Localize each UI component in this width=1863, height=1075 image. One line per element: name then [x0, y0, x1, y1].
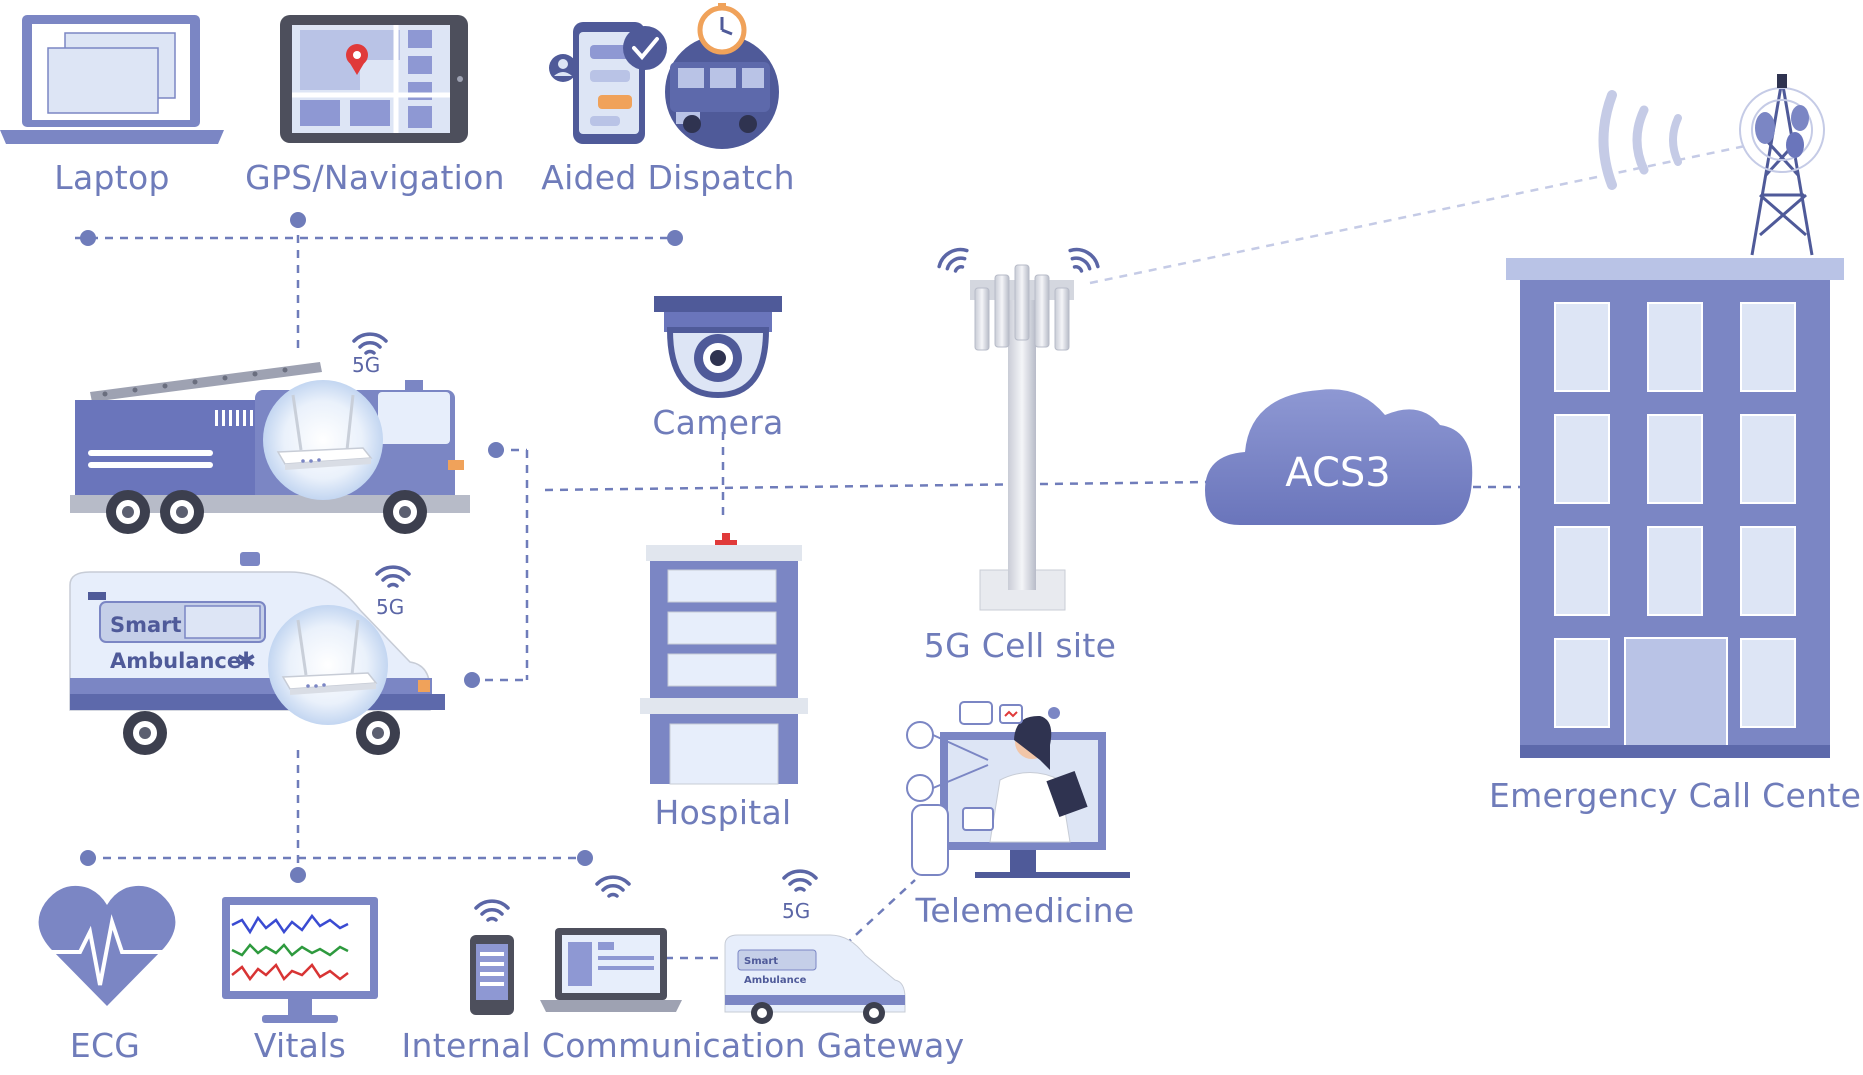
- gps-navigation-label: GPS/Navigation: [245, 158, 505, 197]
- gateway-ambulance-icon: 5G Smart Ambulance: [724, 869, 906, 1024]
- gateway-laptop-icon: [540, 875, 682, 1012]
- camera-icon: [654, 296, 782, 399]
- connection-nodes: [80, 212, 683, 883]
- heart-ecg-icon: [38, 885, 176, 1006]
- doctor-screen-icon: [906, 701, 1130, 878]
- call-center-building-icon: [1506, 74, 1844, 758]
- cloud-label: ACS3: [1285, 450, 1390, 496]
- vitals-label: Vitals: [253, 1026, 347, 1065]
- vitals-monitor-icon: [222, 897, 378, 1023]
- svg-text:✱: ✱: [236, 647, 256, 675]
- ecg-label: ECG: [69, 1026, 141, 1065]
- phone-icon: [470, 899, 514, 1015]
- ambulance-label-line1: Smart: [110, 613, 182, 637]
- gateway-ambulance-line1: Smart: [744, 956, 778, 967]
- hospital-icon: [640, 533, 808, 785]
- telemedicine-label: Telemedicine: [915, 891, 1135, 930]
- laptop-label: Laptop: [54, 158, 170, 197]
- ambulance-icon: Smart Ambulance ✱ 5G: [69, 552, 445, 755]
- ambulance-5g-badge: 5G: [376, 595, 404, 619]
- dispatch-phone-icon: [549, 3, 779, 149]
- cloud-icon: [1205, 389, 1473, 525]
- hospital-label: Hospital: [654, 793, 792, 832]
- cell-site-label: 5G Cell site: [923, 626, 1117, 665]
- camera-label: Camera: [652, 403, 784, 442]
- call-center-label: Emergency Call Center: [1488, 776, 1863, 815]
- gateway-label: Internal Communication Gateway: [401, 1026, 965, 1065]
- gateway-ambulance-line2: Ambulance: [744, 975, 807, 986]
- fire-truck-icon: 5G: [70, 332, 470, 534]
- cell-tower-icon: [933, 242, 1104, 611]
- gateway-5g-badge: 5G: [782, 899, 810, 923]
- firetruck-5g-badge: 5G: [352, 353, 380, 377]
- tablet-map-icon: [280, 15, 468, 143]
- ambulance-label-line2: Ambulance: [110, 649, 241, 673]
- laptop-icon: [0, 15, 224, 144]
- aided-dispatch-label: Aided Dispatch: [541, 158, 795, 197]
